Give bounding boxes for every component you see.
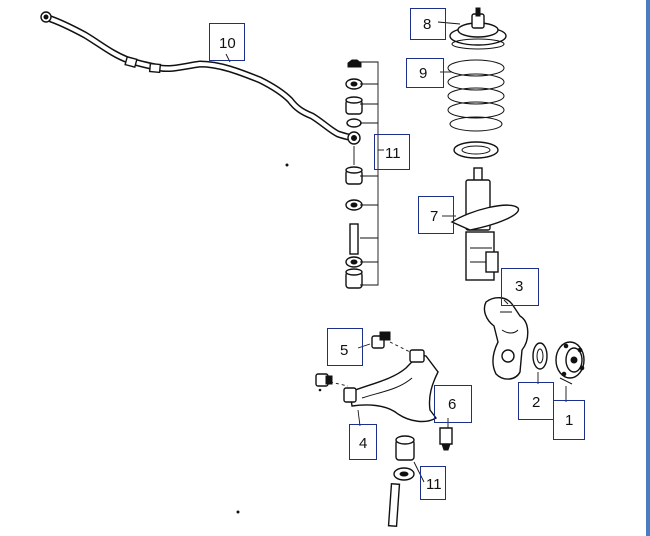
callout-3-label: 3 <box>515 278 524 295</box>
callout-11-bottom-label: 11 <box>426 476 442 493</box>
steering-knuckle <box>483 297 529 380</box>
coil-spring <box>440 59 505 159</box>
callout-9-label: 9 <box>419 65 428 82</box>
callout-2-label: 2 <box>532 394 541 411</box>
callout-3: 3 <box>501 268 539 306</box>
callout-6-label: 6 <box>448 396 457 413</box>
hub-seal <box>532 342 548 384</box>
callout-11-top-label: 11 <box>385 145 401 162</box>
callout-10-label: 10 <box>219 35 236 52</box>
strut-mount <box>437 7 507 50</box>
stabilizer-bar <box>40 11 361 145</box>
callout-2: 2 <box>518 382 554 420</box>
callout-9: 9 <box>406 58 444 88</box>
callout-8: 8 <box>410 8 446 40</box>
callout-8-label: 8 <box>423 16 432 33</box>
callout-1-label: 1 <box>565 412 574 429</box>
wheel-hub-bearing <box>555 341 585 402</box>
callout-4-label: 4 <box>359 435 368 452</box>
lower-control-arm <box>343 349 439 427</box>
callout-7: 7 <box>418 196 454 234</box>
stabilizer-link-bottom <box>387 435 425 527</box>
callout-5: 5 <box>327 328 363 366</box>
callout-11-top: 11 <box>374 134 410 170</box>
callout-11-bottom: 11 <box>420 466 446 500</box>
stabilizer-link-top <box>345 59 384 289</box>
callout-5-label: 5 <box>340 342 349 359</box>
ball-joint-nut <box>439 418 453 451</box>
strut-assembly <box>442 167 520 281</box>
callout-10: 10 <box>209 23 245 61</box>
callout-4: 4 <box>349 424 377 460</box>
callout-7-label: 7 <box>430 208 439 225</box>
callout-1: 1 <box>553 400 585 440</box>
callout-6: 6 <box>434 385 472 423</box>
control-arm-bolts <box>315 331 411 387</box>
